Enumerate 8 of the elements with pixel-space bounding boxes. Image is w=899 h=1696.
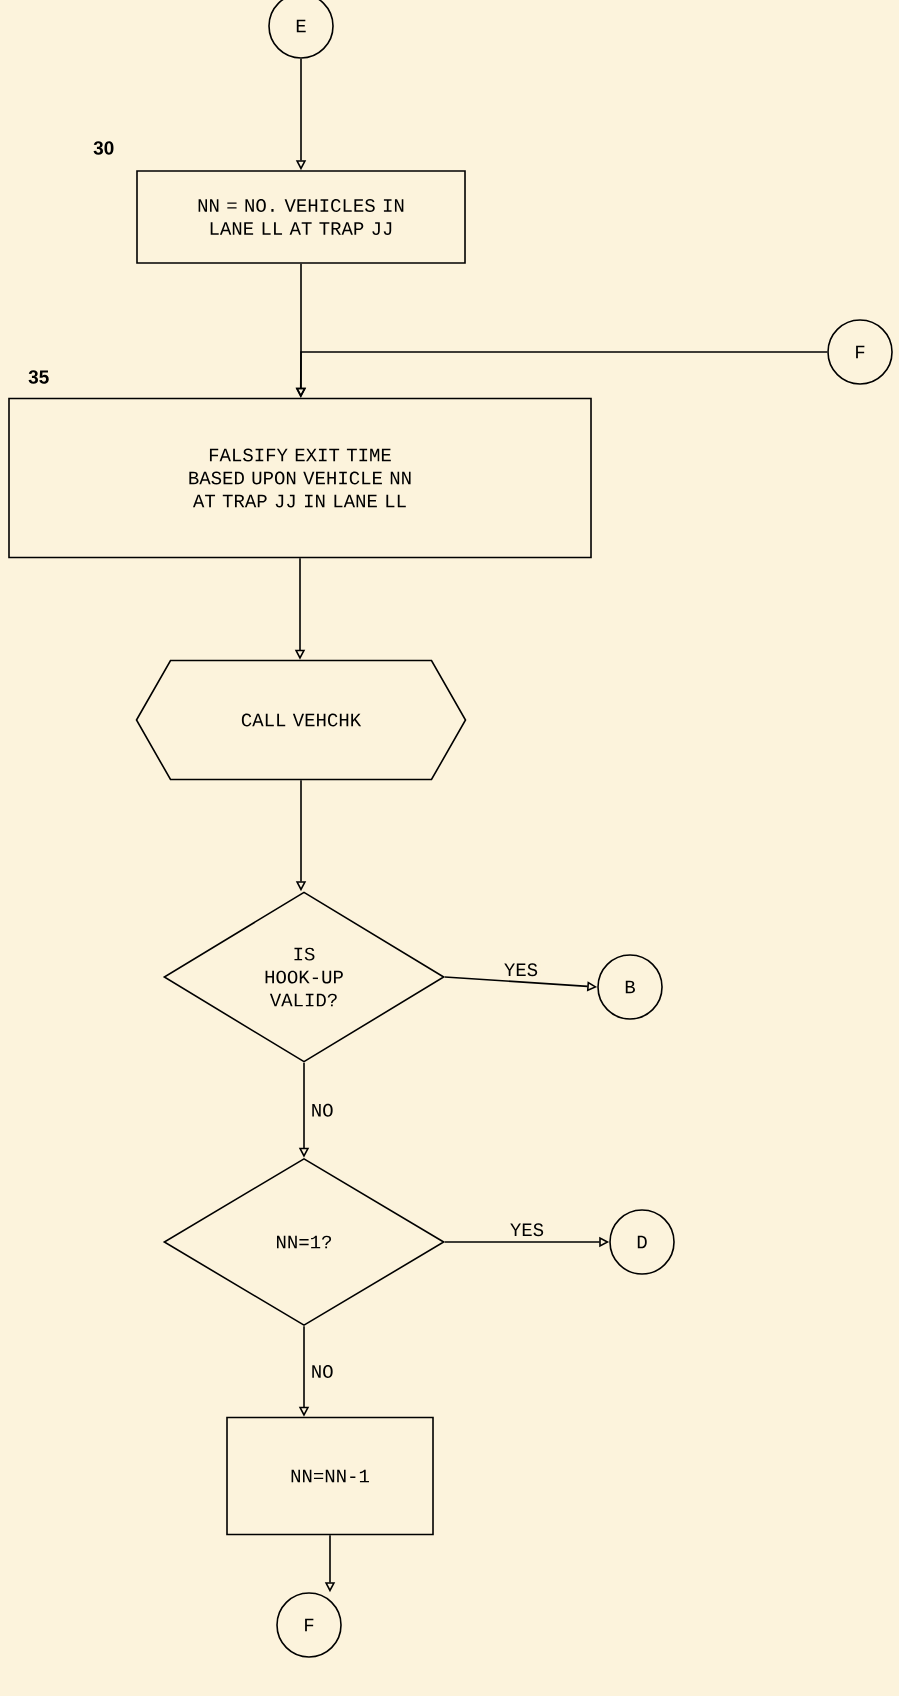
step-number: 35	[28, 370, 49, 384]
process-box: NN=NN-1	[226, 1416, 434, 1536]
process-box: FALSIFY EXIT TIME BASED UPON VEHICLE NN AT TRAP JJ IN LANE LL	[8, 397, 592, 559]
step-number: 30	[93, 141, 114, 155]
edge-label: NO	[308, 1363, 336, 1380]
process-box: NN = NO. VEHICLES IN LANE LL AT TRAP JJ	[136, 170, 466, 264]
edge-label: YES	[507, 1221, 547, 1239]
edge-label: YES	[501, 961, 541, 979]
